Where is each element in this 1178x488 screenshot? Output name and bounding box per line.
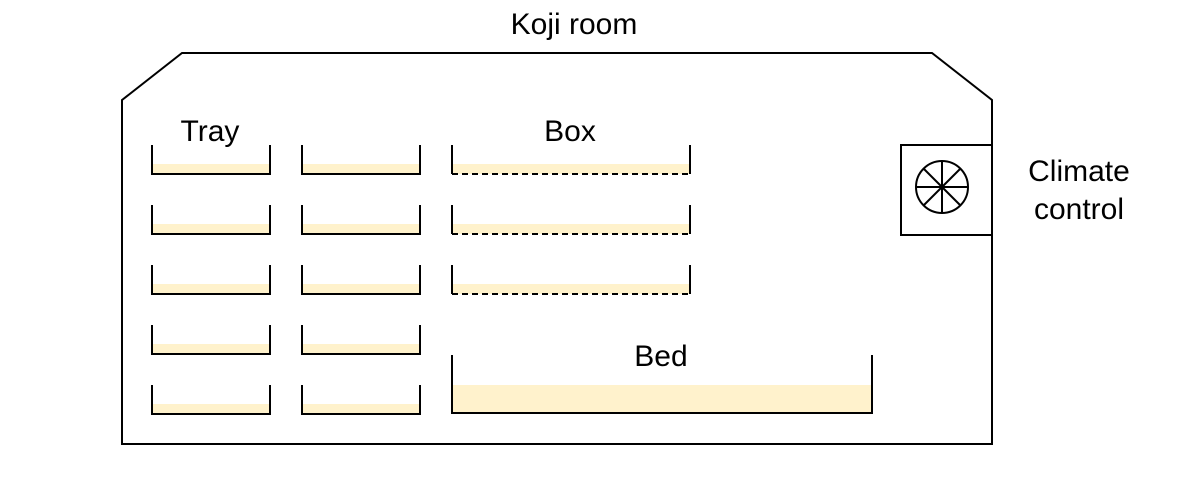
climate-control-unit xyxy=(900,144,993,236)
climate-control-label: Climate control xyxy=(1000,153,1158,229)
tray xyxy=(301,385,421,415)
climate-control-label-line1: Climate xyxy=(1028,155,1130,188)
bed-label: Bed xyxy=(634,340,688,373)
fan-icon xyxy=(915,160,969,214)
box xyxy=(451,205,691,235)
tray xyxy=(301,265,421,295)
diagram-title: Koji room xyxy=(510,8,638,41)
bed-group xyxy=(451,355,873,414)
tray-label: Tray xyxy=(180,115,240,148)
bed xyxy=(451,355,873,414)
box xyxy=(451,145,691,175)
tray xyxy=(151,205,271,235)
tray xyxy=(151,145,271,175)
tray-group xyxy=(151,145,421,415)
tray xyxy=(151,265,271,295)
climate-control-label-line2: control xyxy=(1033,193,1125,226)
tray xyxy=(301,325,421,355)
box-group xyxy=(451,145,691,295)
tray xyxy=(301,205,421,235)
box xyxy=(451,265,691,295)
tray xyxy=(301,145,421,175)
box-label: Box xyxy=(544,115,596,148)
tray xyxy=(151,385,271,415)
tray xyxy=(151,325,271,355)
